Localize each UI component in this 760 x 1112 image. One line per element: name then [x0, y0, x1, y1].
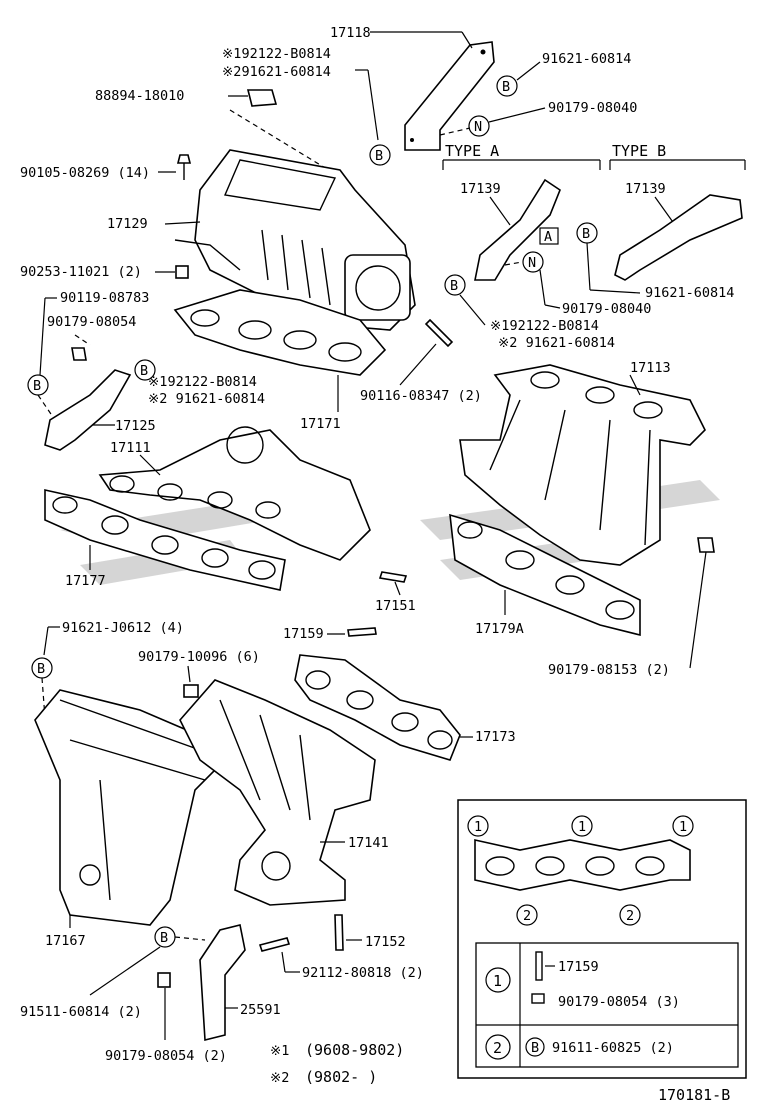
label-17111: 17111: [110, 440, 151, 456]
label-25591: 25591: [240, 1002, 281, 1018]
bracket-17118: [404, 41, 495, 151]
marker-n: [522, 251, 544, 273]
label-17113: 17113: [630, 360, 671, 376]
label-90179-08054: 90179-08054: [47, 314, 136, 330]
marker-b-text: B: [33, 378, 41, 394]
label-17151: 17151: [375, 598, 416, 614]
bracket-17139-type-b: [614, 194, 743, 281]
label-17159-mid: 17159: [283, 626, 324, 642]
marker-b: [444, 274, 466, 296]
label-17125: 17125: [115, 418, 156, 434]
label-88894-18010: 88894-18010: [95, 88, 184, 104]
note-b-2: ※2 91621-60814: [498, 335, 615, 351]
label-91621-60814-b: 91621-60814: [645, 285, 734, 301]
marker-n-text: N: [474, 119, 482, 135]
type-a-label: TYPE A: [445, 142, 499, 160]
marker-n: [468, 115, 490, 137]
marker-b: [369, 144, 391, 166]
label-17139-a: 17139: [460, 181, 501, 197]
label-90179-10096: 90179-10096 (6): [138, 649, 260, 665]
intake-manifold-17113: [459, 364, 706, 566]
marker-b: [496, 75, 518, 97]
marker-b: [134, 359, 156, 381]
gasket-17171: [173, 289, 387, 376]
intake-manifold-17111: [98, 426, 371, 561]
bracket-17139-type-a: [474, 178, 561, 281]
table-marker-1: 1: [493, 972, 502, 990]
bracket-25591: [199, 924, 246, 1042]
label-91621-j0612: 91621-J0612 (4): [62, 620, 184, 636]
label-17171: 17171: [300, 416, 341, 432]
marker-a-text: A: [544, 229, 552, 245]
label-17139-b: 17139: [625, 181, 666, 197]
inset-label-17159: 17159: [558, 959, 599, 975]
label-17141: 17141: [348, 835, 389, 851]
legend-1-key: ※1: [270, 1043, 289, 1059]
label-90105-08269: 90105-08269 (14): [20, 165, 150, 181]
note-mid-1: ※192122-B0814: [148, 374, 257, 390]
label-17177: 17177: [65, 573, 106, 589]
table-marker-2: 2: [493, 1039, 502, 1057]
exhaust-manifold-17141: [179, 679, 376, 906]
label-90179-08040-b: 90179-08040: [562, 301, 651, 317]
marker-1-text: 1: [474, 819, 482, 835]
gasket-17177: [44, 489, 286, 591]
label-17152: 17152: [365, 934, 406, 950]
legend-2-key: ※2: [270, 1070, 289, 1086]
type-b-label: TYPE B: [612, 142, 666, 160]
bracket-17125: [44, 369, 132, 451]
marker-1-text: 1: [578, 819, 586, 835]
label-17179a: 17179A: [475, 621, 524, 637]
label-90116-08347: 90116-08347 (2): [360, 388, 482, 404]
label-90179-08054-b: 90179-08054 (2): [105, 1048, 227, 1064]
marker-b-text: B: [582, 226, 590, 242]
legend-2-value: (9802- ): [305, 1068, 377, 1086]
intake-plenum-17129: [174, 149, 416, 331]
legend-1-value: (9608-9802): [305, 1041, 404, 1059]
heat-shield-17167: [34, 689, 216, 926]
label-17173: 17173: [475, 729, 516, 745]
marker-1-text: 1: [679, 819, 687, 835]
marker-b-text: B: [37, 661, 45, 677]
diagram-code: 170181-B: [658, 1086, 730, 1104]
label-91621-60814: 91621-60814: [542, 51, 631, 67]
marker-n-text: N: [528, 255, 536, 271]
label-17118: 17118: [330, 25, 371, 41]
marker-b-text: B: [450, 278, 458, 294]
label-17129: 17129: [107, 216, 148, 232]
gasket-17179a: [449, 513, 641, 637]
note-mid-2: ※2 91621-60814: [148, 391, 265, 407]
label-90253-11021: 90253-11021 (2): [20, 264, 142, 280]
marker-2-text: 2: [523, 908, 531, 924]
inset-label-91611-60825: 91611-60825 (2): [552, 1040, 674, 1056]
inset-box: 1 1 1 2 2 1 2 17159 90179-08054 (3) B 91…: [457, 799, 747, 1079]
marker-b-text: B: [140, 363, 148, 379]
note-2: ※291621-60814: [222, 64, 331, 80]
marker-b-text: B: [160, 930, 168, 946]
label-91511-60814: 91511-60814 (2): [20, 1004, 142, 1020]
marker-2-text: 2: [626, 908, 634, 924]
label-90179-08153: 90179-08153 (2): [548, 662, 670, 678]
note-b-1: ※192122-B0814: [490, 318, 599, 334]
inset-label-90179-08054: 90179-08054 (3): [558, 994, 680, 1010]
label-90119-08783: 90119-08783: [60, 290, 149, 306]
marker-b-text: B: [502, 79, 510, 95]
gasket-17173: [294, 654, 461, 761]
label-92112-80818: 92112-80818 (2): [302, 965, 424, 981]
marker-b-text: B: [531, 1040, 539, 1056]
label-17167: 17167: [45, 933, 86, 949]
marker-b-text: B: [375, 148, 383, 164]
label-90179-08040: 90179-08040: [548, 100, 637, 116]
note-1: ※192122-B0814: [222, 46, 331, 62]
